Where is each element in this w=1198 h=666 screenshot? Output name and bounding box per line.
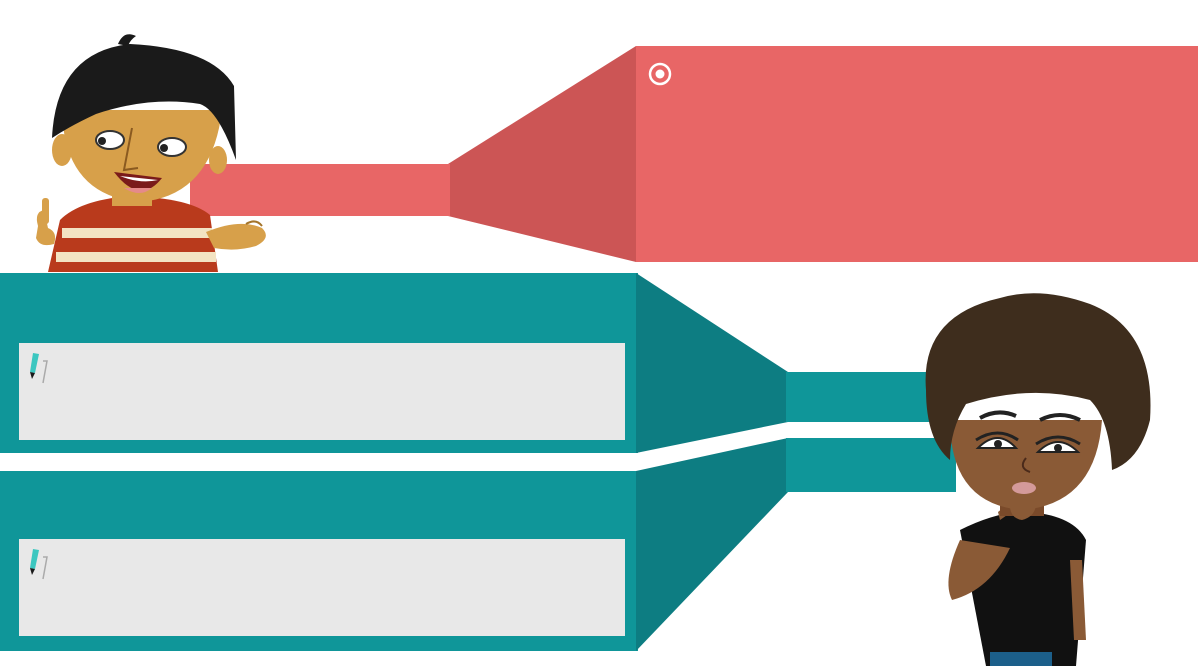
boy-character [36,34,266,272]
prompt-text [684,60,1174,240]
thinking-boy-character [925,293,1151,666]
answer-input-2[interactable] [63,547,615,628]
answer-field-1[interactable] [19,343,625,440]
radio-target-icon [648,62,672,86]
pencil-icon [30,549,48,580]
pencil-icon [30,353,48,384]
answer-input-1[interactable] [63,351,615,432]
prompt-bubble [190,46,1198,262]
answer-field-2[interactable] [19,539,625,636]
